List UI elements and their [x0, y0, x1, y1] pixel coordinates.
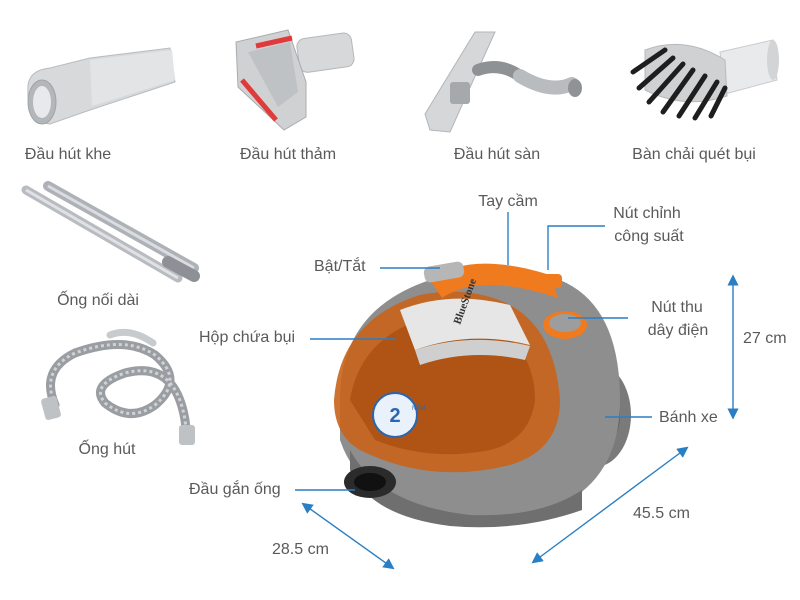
label-handle: Tay cầm — [478, 193, 538, 210]
label-wheel: Bánh xe — [659, 409, 718, 426]
label-hose-inlet: Đầu gắn ống — [189, 481, 281, 498]
label-dust-box: Hộp chứa bụi — [199, 329, 296, 346]
dust-brush-image — [630, 39, 779, 121]
dimension-length: 45.5 cm — [633, 505, 690, 522]
label-carpet-nozzle: Đầu hút thảm — [239, 146, 337, 163]
label-cord-rewind-2: dây điện — [647, 322, 709, 339]
carpet-nozzle-image — [235, 29, 355, 131]
extension-tubes-image — [21, 181, 200, 283]
label-hose: Ống hút — [78, 441, 136, 458]
label-dust-brush: Bàn chải quét bụi — [632, 146, 756, 163]
hose-image — [41, 328, 195, 445]
label-crevice-nozzle: Đầu hút khe — [24, 146, 112, 163]
floor-nozzle-image — [424, 31, 582, 133]
label-extension-tubes: Ống nối dài — [57, 292, 139, 309]
dimension-height: 27 cm — [743, 330, 787, 347]
crevice-nozzle-image — [27, 47, 176, 125]
label-power-adjust-2: công suất — [614, 228, 684, 245]
warranty-badge-text: NĂM — [412, 405, 425, 412]
label-floor-nozzle: Đầu hút sàn — [453, 146, 541, 163]
label-on-off: Bật/Tắt — [314, 258, 366, 275]
vacuum-cleaner-image: 2 NĂM BlueStone — [334, 261, 631, 528]
label-power-adjust-1: Nút chỉnh — [613, 205, 681, 222]
dimension-width: 28.5 cm — [272, 541, 329, 558]
label-cord-rewind-1: Nút thu — [651, 299, 703, 316]
warranty-badge-number: 2 — [389, 405, 400, 427]
